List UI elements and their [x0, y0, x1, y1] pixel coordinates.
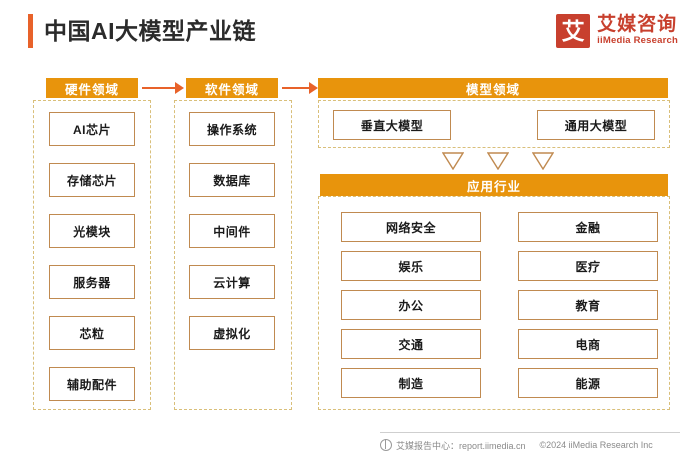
application-left-item-3[interactable]: 交通 [341, 329, 481, 359]
triangle-down-glyph [441, 152, 465, 171]
footer-divider [380, 432, 680, 433]
software-column-header: 软件领域 [186, 78, 278, 98]
hardware-item-0[interactable]: AI芯片 [49, 112, 135, 146]
arrow-head [309, 82, 318, 94]
hardware-column-header: 硬件领域 [46, 78, 138, 98]
software-item-3[interactable]: 云计算 [189, 265, 275, 299]
triangle-down-icon-2 [531, 152, 555, 171]
title-accent-bar [28, 14, 33, 48]
brand-logo: 艾 艾媒咨询 iiMedia Research [556, 12, 678, 50]
hardware-item-1[interactable]: 存储芯片 [49, 163, 135, 197]
arrow-shaft [282, 86, 309, 90]
hardware-item-5[interactable]: 辅助配件 [49, 367, 135, 401]
triangle-down-icon-0 [441, 152, 465, 171]
application-right-item-3[interactable]: 电商 [518, 329, 658, 359]
footer-report-center: 艾媒报告中心：report.iimedia.cn [380, 438, 526, 452]
brand-name-en: iiMedia Research [597, 35, 678, 46]
brand-mark-icon: 艾 [556, 14, 591, 48]
application-right-item-4[interactable]: 能源 [518, 368, 658, 398]
model-item-1[interactable]: 通用大模型 [537, 110, 655, 140]
application-left-item-2[interactable]: 办公 [341, 290, 481, 320]
hardware-item-2[interactable]: 光模块 [49, 214, 135, 248]
software-item-0[interactable]: 操作系统 [189, 112, 275, 146]
triangle-down-icon-1 [486, 152, 510, 171]
triangle-down-glyph [486, 152, 510, 171]
hardware-item-3[interactable]: 服务器 [49, 265, 135, 299]
software-item-1[interactable]: 数据库 [189, 163, 275, 197]
arrow-software-to-model-icon [282, 82, 318, 94]
hardware-column-container [33, 100, 151, 410]
page-header: 中国AI大模型产业链 艾 艾媒咨询 iiMedia Research [0, 0, 700, 62]
application-right-item-2[interactable]: 教育 [518, 290, 658, 320]
footer: 艾媒报告中心：report.iimedia.cn ©2024 iiMedia R… [380, 437, 680, 453]
software-column-container [174, 100, 292, 410]
brand-name-cn: 艾媒咨询 [597, 14, 678, 35]
arrow-hardware-to-software-icon [142, 82, 184, 94]
application-left-item-4[interactable]: 制造 [341, 368, 481, 398]
application-left-item-0[interactable]: 网络安全 [341, 212, 481, 242]
model-area-header: 模型领域 [318, 78, 668, 98]
model-item-0[interactable]: 垂直大模型 [333, 110, 451, 140]
software-item-4[interactable]: 虚拟化 [189, 316, 275, 350]
software-item-2[interactable]: 中间件 [189, 214, 275, 248]
page-title: 中国AI大模型产业链 [44, 18, 256, 44]
hardware-item-4[interactable]: 芯粒 [49, 316, 135, 350]
application-area-header: 应用行业 [320, 174, 668, 196]
brand-text: 艾媒咨询 iiMedia Research [597, 14, 678, 48]
triangle-down-glyph [531, 152, 555, 171]
application-left-item-1[interactable]: 娱乐 [341, 251, 481, 281]
footer-copyright: ©2024 iiMedia Research Inc [539, 440, 653, 450]
application-right-item-1[interactable]: 医疗 [518, 251, 658, 281]
globe-icon [380, 438, 392, 451]
application-right-item-0[interactable]: 金融 [518, 212, 658, 242]
arrow-head [175, 82, 184, 94]
footer-report-label: 艾媒报告中心：report.iimedia.cn [396, 440, 526, 451]
arrow-shaft [142, 86, 175, 90]
